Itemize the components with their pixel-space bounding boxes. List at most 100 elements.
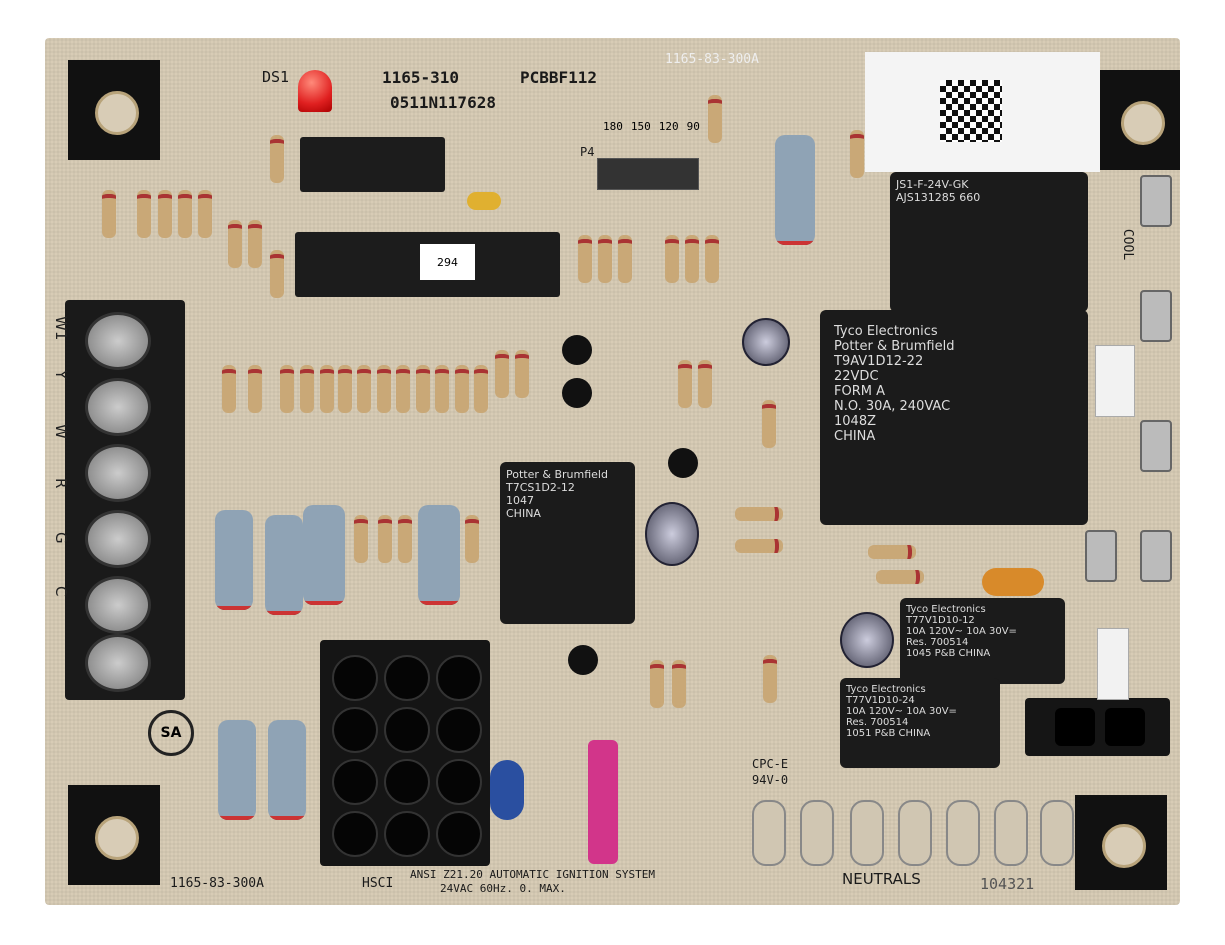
relay-model: T77V1D10-12	[906, 615, 975, 626]
resistor	[354, 515, 368, 563]
resistor	[270, 135, 284, 183]
resistor-r19	[303, 505, 345, 605]
neutral-terminal[interactable]	[1040, 800, 1074, 866]
resistor	[396, 365, 410, 413]
jumper-label: P4	[580, 145, 595, 159]
relay-k2: Tyco Electronics T77V1D10-24 10A 120V~ 1…	[840, 678, 1000, 768]
connector-pin	[436, 655, 482, 701]
varistor-mov1	[490, 760, 524, 820]
terminal-label: G	[52, 532, 70, 544]
chip-label: 294	[420, 244, 475, 280]
resistor	[650, 660, 664, 708]
resistor	[735, 507, 783, 521]
spade-terminal[interactable]	[1140, 420, 1172, 472]
relay-date: 1045 P&B CHINA	[906, 648, 991, 659]
terminal-screw[interactable]	[85, 312, 151, 370]
capacitor-c3	[840, 612, 894, 668]
terminal-block	[65, 300, 185, 700]
resistor-r5	[218, 720, 256, 820]
relay-origin: CHINA	[834, 429, 876, 444]
connector-pin	[436, 811, 482, 857]
timer-option: 90	[686, 120, 700, 133]
connector-pin	[332, 707, 378, 753]
relay-sub-brand: Potter & Brumfield	[834, 339, 955, 354]
neutral-terminal[interactable]	[898, 800, 932, 866]
neutral-terminal[interactable]	[946, 800, 980, 866]
relay-rating: 10A 120V~ 10A 30V=	[846, 706, 957, 717]
terminal-label: R	[52, 478, 70, 489]
resistor	[137, 190, 151, 238]
transistor	[562, 378, 592, 408]
terminal-label: C	[52, 586, 70, 597]
relay-coil: 22VDC	[834, 369, 879, 384]
capacitor-c5	[467, 192, 501, 210]
timer-jumper[interactable]	[597, 158, 699, 190]
resistor	[455, 365, 469, 413]
terminal-screw[interactable]	[85, 510, 151, 568]
terminal-screw[interactable]	[85, 634, 151, 692]
resistor	[705, 235, 719, 283]
spade-terminal[interactable]	[1140, 530, 1172, 582]
fuse-f1[interactable]	[588, 740, 618, 864]
relay-rating: N.O. 30A, 240VAC	[834, 399, 951, 414]
csa-logo: SA	[148, 710, 194, 756]
neutral-terminal[interactable]	[994, 800, 1028, 866]
two-pin-connector[interactable]	[1025, 698, 1170, 756]
led-indicator	[298, 70, 332, 112]
relay-brand: Potter & Brumfield	[506, 468, 608, 481]
terminal-screw[interactable]	[85, 378, 151, 436]
molex-connector[interactable]	[320, 640, 490, 866]
resistor-r6	[268, 720, 306, 820]
resistor	[474, 365, 488, 413]
neutral-terminal[interactable]	[850, 800, 884, 866]
main-relay: Tyco Electronics Potter & Brumfield T9AV…	[820, 310, 1088, 525]
relay-res: Res. 700514	[906, 637, 969, 648]
connector-pin	[384, 811, 430, 857]
resistor	[416, 365, 430, 413]
resistor	[377, 365, 391, 413]
connector-pin	[332, 759, 378, 805]
terminal-screw[interactable]	[85, 576, 151, 634]
capacitor-disc	[982, 568, 1044, 596]
resistor	[102, 190, 116, 238]
resistor	[270, 250, 284, 298]
neutral-terminal[interactable]	[800, 800, 834, 866]
relay-rating: 10A 120V~ 10A 30V=	[906, 626, 1017, 637]
mounting-hole	[68, 785, 160, 885]
resistor	[248, 365, 262, 413]
resistor	[338, 365, 352, 413]
resistor	[698, 360, 712, 408]
terminal-screw[interactable]	[85, 444, 151, 502]
spade-terminal[interactable]	[1140, 290, 1172, 342]
terminal-label: Y	[52, 370, 70, 380]
relay-brand: Tyco Electronics	[834, 324, 938, 339]
resistor	[672, 660, 686, 708]
stamp-number: 104321	[980, 875, 1035, 893]
transistor	[568, 645, 598, 675]
resistor	[763, 655, 777, 703]
led-label: DS1	[262, 68, 290, 86]
resistor	[708, 95, 722, 143]
qr-sticker	[865, 52, 1100, 172]
capacitor-c1	[742, 318, 790, 366]
neutrals-label: NEUTRALS	[842, 870, 921, 888]
resistor	[618, 235, 632, 283]
resistor	[228, 220, 242, 268]
standard-text: ANSI Z21.20 AUTOMATIC IGNITION SYSTEM	[410, 868, 656, 881]
resistor	[357, 365, 371, 413]
connector-pin	[384, 759, 430, 805]
resistor	[178, 190, 192, 238]
resistor	[735, 539, 783, 553]
relay-code: AJS131285 660	[896, 191, 981, 204]
ic-chip-u2	[300, 137, 445, 192]
resistor	[280, 365, 294, 413]
resistor	[578, 235, 592, 283]
resistor	[495, 350, 509, 398]
relay-model: T7CS1D2-12	[506, 481, 575, 494]
spade-terminal[interactable]	[1140, 175, 1172, 227]
resistor	[300, 365, 314, 413]
neutral-terminal[interactable]	[752, 800, 786, 866]
capacitor-c2	[645, 502, 699, 566]
spade-terminal[interactable]	[1085, 530, 1117, 582]
connector-pin	[332, 811, 378, 857]
